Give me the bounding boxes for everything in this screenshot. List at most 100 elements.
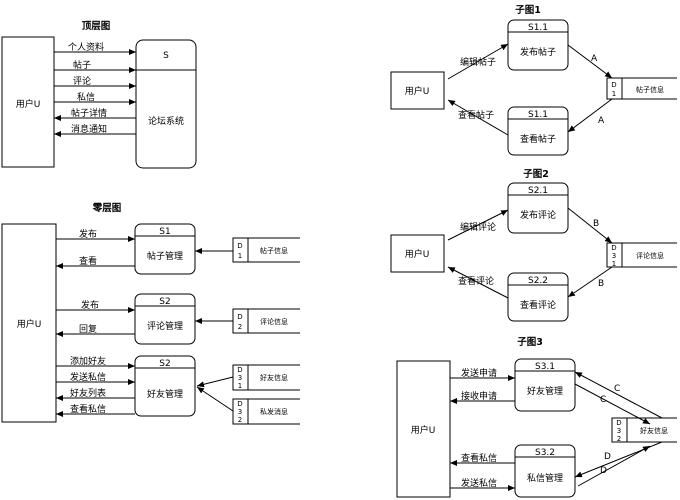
flow-profile: 个人资料 — [68, 41, 104, 53]
store-d32: D 3 2 私发消息 — [232, 398, 300, 425]
svg-text:D: D — [237, 313, 242, 321]
top-level-diagram: 顶层图 用户U S 论坛系统 个人资料 帖子 评论 私信 帖子详情 消息通知 — [1, 21, 197, 169]
flow-reply: 回复 — [79, 323, 97, 335]
store-d2: D 2 评论信息 — [232, 308, 300, 334]
svg-text:D: D — [237, 366, 242, 374]
sub2-p2-name: 查看评论 — [520, 299, 556, 311]
svg-text:3: 3 — [612, 252, 616, 260]
flow-view-msg: 查看私信 — [70, 403, 106, 415]
sub3-flow-send-msg: 发送私信 — [461, 477, 497, 489]
process-s1-id: S1 — [159, 227, 170, 237]
sub3-title: 子图3 — [517, 337, 543, 348]
process-friends-name: 好友管理 — [147, 388, 183, 400]
sub3-p1-name: 好友管理 — [527, 385, 563, 397]
svg-text:3: 3 — [238, 374, 242, 382]
store-d2-name: 评论信息 — [260, 317, 288, 326]
sub2-store: D 3 1 评论信息 — [606, 242, 677, 268]
svg-text:D: D — [611, 244, 616, 252]
sub1-user-label: 用户U — [405, 85, 430, 97]
sub2-title: 子图2 — [523, 169, 549, 180]
svg-text:D: D — [237, 242, 242, 250]
svg-text:1: 1 — [238, 252, 242, 260]
sub1-title: 子图1 — [515, 5, 541, 16]
svg-text:1: 1 — [612, 90, 616, 98]
process-s1-name: 帖子管理 — [147, 250, 183, 262]
process-s2-id: S2 — [159, 297, 170, 307]
sub3-flow-c-2: C — [600, 395, 606, 405]
sub3-flow-view-msg: 查看私信 — [461, 452, 497, 464]
top-level-title: 顶层图 — [82, 21, 111, 32]
sub1-p2-id: S1.1 — [528, 110, 548, 120]
sub2-user-label: 用户U — [405, 248, 430, 260]
process-s2-name: 评论管理 — [147, 320, 183, 332]
flow-view-post: 查看 — [79, 255, 97, 267]
sub1-user-entity — [390, 71, 445, 110]
svg-text:2: 2 — [238, 323, 242, 331]
store-d1-name: 帖子信息 — [260, 246, 288, 255]
sub2-store-name: 评论信息 — [636, 251, 664, 260]
svg-text:D: D — [611, 81, 616, 89]
sub3-p2-name: 私信管理 — [527, 472, 563, 484]
svg-text:1: 1 — [238, 382, 242, 390]
sub1-p2-name: 查看帖子 — [520, 133, 556, 145]
flow-notification: 消息通知 — [71, 123, 107, 135]
flow-friend-list: 好友列表 — [70, 387, 106, 399]
flow-add-friend: 添加好友 — [70, 355, 106, 367]
svg-text:D: D — [616, 419, 621, 427]
store-d31-name: 好友信息 — [260, 373, 288, 382]
sub3-process-msg — [514, 444, 576, 498]
svg-text:2: 2 — [238, 416, 242, 424]
sub3-flow-d-2: D — [600, 466, 607, 476]
sub1-flow-edit: 编辑帖子 — [460, 56, 496, 68]
sub1-flow-a-1: A — [591, 54, 598, 64]
process-s-name: 论坛系统 — [148, 115, 184, 127]
subdiagram-2: 子图2 用户U S2.1 发布评论 S2.2 查看评论 编辑评论 查看评论 D … — [390, 169, 677, 322]
sub3-flow-recv-req: 接收申请 — [461, 390, 497, 402]
sub3-store: D 3 2 好友信息 — [611, 417, 677, 443]
svg-text:D: D — [237, 400, 242, 408]
sub1-p1-name: 发布帖子 — [520, 46, 556, 58]
user-entity — [1, 36, 55, 168]
svg-text:2: 2 — [617, 435, 621, 443]
sub2-flow-b-2: B — [598, 279, 604, 289]
sub3-flow-c-1: C — [614, 384, 620, 394]
flow-publish-post: 发布 — [79, 228, 97, 240]
flow-send-msg: 发送私信 — [70, 371, 106, 383]
flow-post-detail: 帖子详情 — [71, 107, 107, 119]
sub3-user-label: 用户U — [411, 424, 436, 436]
sub2-flow-edit: 编辑评论 — [460, 221, 496, 233]
sub3-flow-send-req: 发送申请 — [461, 367, 497, 379]
sub1-flow-view: 查看帖子 — [458, 109, 494, 121]
sub3-user-entity — [396, 360, 451, 498]
svg-text:1: 1 — [612, 260, 616, 268]
sub3-p2-id: S3.2 — [535, 448, 555, 458]
sub2-user-entity — [390, 234, 445, 273]
sub2-flow-view: 查看评论 — [458, 275, 494, 287]
user-entity-zero — [1, 223, 57, 423]
sub2-p1-id: S2.1 — [528, 186, 548, 196]
sub1-store-name: 帖子信息 — [636, 85, 664, 94]
store-d32-name: 私发消息 — [260, 407, 288, 416]
flow-comment: 评论 — [73, 75, 91, 87]
process-s-id: S — [163, 51, 169, 61]
flow-post: 帖子 — [73, 59, 91, 71]
flow-private-msg: 私信 — [77, 91, 95, 103]
sub3-process-friends — [514, 358, 576, 412]
sub3-store-name: 好友信息 — [640, 426, 668, 435]
user-entity-label: 用户U — [16, 98, 41, 110]
subdiagram-3: 子图3 用户U S3.1 好友管理 S3.2 私信管理 发送申请 接收申请 查看… — [396, 337, 677, 498]
sub1-store: D 1 帖子信息 — [606, 77, 677, 100]
store-d1: D 1 帖子信息 — [232, 237, 300, 263]
process-friends-id: S2 — [159, 359, 170, 369]
sub3-flow-d-1: D — [604, 452, 611, 462]
level-zero-diagram: 零层图 用户U S1 帖子管理 发布 查看 S2 评论管理 发布 回复 S2 好… — [1, 203, 300, 425]
sub1-flow-a-2: A — [598, 116, 605, 126]
flow-publish-comment: 发布 — [81, 299, 99, 311]
subdiagram-1: 子图1 用户U S1.1 发布帖子 S1.1 查看帖子 编辑帖子 查看帖子 D … — [390, 5, 677, 156]
process-friends — [134, 355, 196, 417]
level-zero-title: 零层图 — [92, 203, 122, 214]
process-s — [135, 39, 197, 169]
svg-text:3: 3 — [617, 427, 621, 435]
sub2-p1-name: 发布评论 — [520, 209, 556, 221]
